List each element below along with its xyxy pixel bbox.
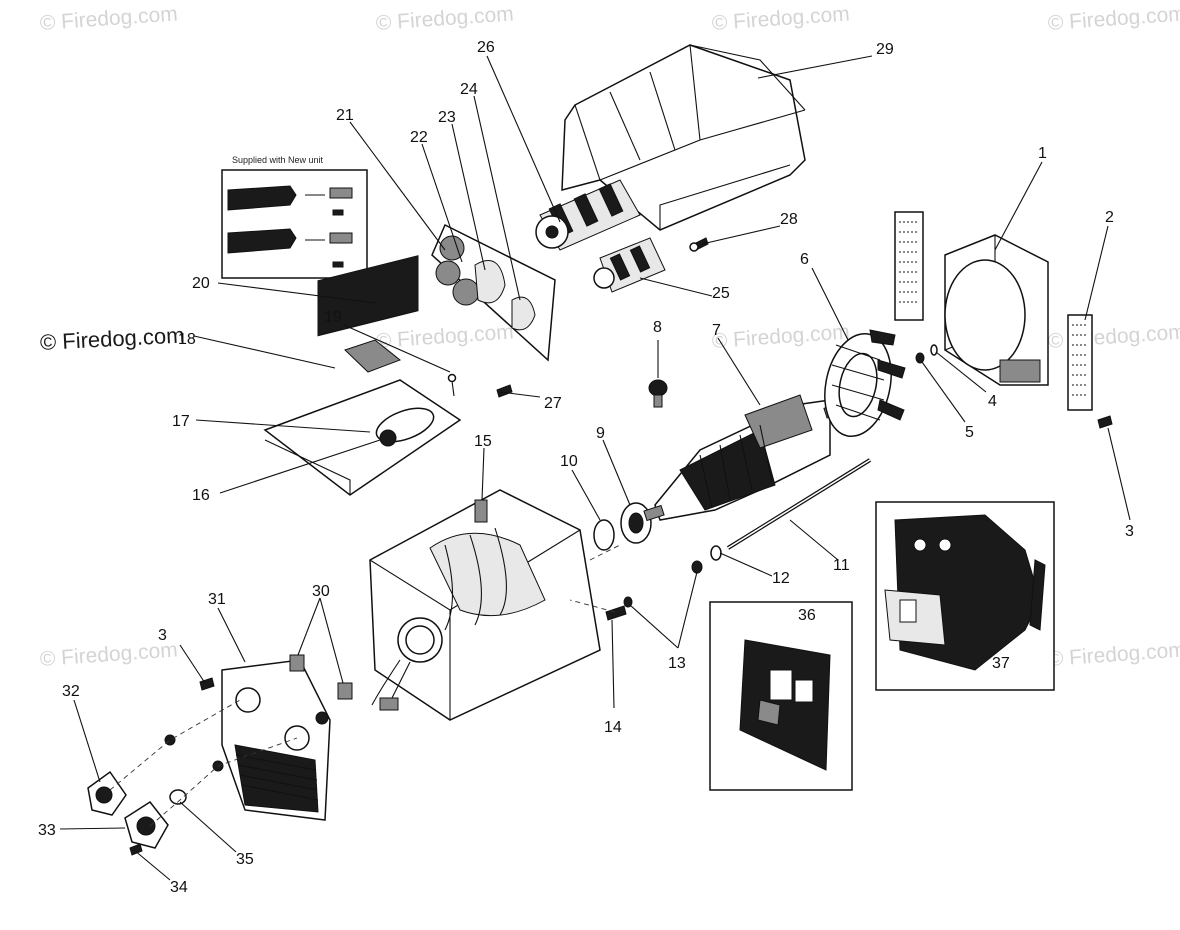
callout-20: 20: [192, 275, 210, 292]
callout-13: 13: [668, 655, 686, 672]
part-2-rating-plate: [1067, 314, 1093, 411]
callout-7: 7: [712, 322, 721, 339]
part-30-breakers: [289, 654, 353, 700]
callout-33: 33: [38, 822, 56, 839]
decal-panel-left: [894, 211, 924, 321]
callout-2: 2: [1105, 209, 1114, 226]
callout-31: 31: [208, 591, 226, 608]
part-13-nut: [623, 560, 703, 608]
part-18-transformer-plate: [263, 255, 462, 496]
callout-29: 29: [876, 41, 894, 58]
callout-labels: 1 2 3 3 4 5 6 7 8 9 10 11 12 13 14 15 16…: [38, 39, 1134, 896]
callout-36: 36: [798, 607, 816, 624]
callout-3: 3: [158, 627, 167, 644]
part-15-stator-housing: [369, 489, 601, 721]
part-35-plug: [169, 789, 187, 805]
part-3-screw-right: [1097, 415, 1113, 429]
callout-9: 9: [596, 425, 605, 442]
callout-21: 21: [336, 107, 354, 124]
callout-34: 34: [170, 879, 188, 896]
callout-25: 25: [712, 285, 730, 302]
callout-6: 6: [800, 251, 809, 268]
part-7-rotor: [643, 394, 849, 522]
assembly-dashed-lines: [109, 544, 621, 827]
part-10-retaining-ring: [593, 519, 615, 551]
callout-8: 8: [653, 319, 662, 336]
part-8-brush-holder: [648, 340, 668, 408]
callout-1: 1: [1038, 145, 1047, 162]
callout-27: 27: [544, 395, 562, 412]
callout-32: 32: [62, 683, 80, 700]
part-4-bolt: [930, 344, 938, 356]
callout-19: 19: [324, 309, 342, 326]
callout-4: 4: [988, 393, 997, 410]
callout-30: 30: [312, 583, 330, 600]
part-12-washer: [710, 545, 722, 561]
part-21-24-receptacle-panel: [431, 223, 556, 362]
leader-lines: [59, 55, 1131, 881]
inset-title: Supplied with New unit: [232, 155, 324, 165]
part-33-receptacle: [124, 801, 169, 849]
callout-18: 18: [178, 331, 196, 348]
part-11-thru-bolt: [726, 458, 872, 550]
part-27-screw: [496, 384, 513, 398]
part-26-rotary-switch: [535, 179, 641, 251]
part-9-bearing: [620, 502, 652, 544]
callout-23: 23: [438, 109, 456, 126]
part-31-front-panel: [221, 659, 331, 821]
callout-22: 22: [410, 129, 428, 146]
callout-16: 16: [192, 487, 210, 504]
part-25-rotary-switch: [593, 237, 666, 293]
callout-28: 28: [780, 211, 798, 228]
callout-17: 17: [172, 413, 190, 430]
callout-3: 3: [1125, 523, 1134, 540]
callout-24: 24: [460, 81, 478, 98]
part-32-receptacle: [87, 770, 127, 816]
callout-5: 5: [965, 424, 974, 441]
callout-14: 14: [604, 719, 622, 736]
part-3-screw-left: [199, 677, 215, 691]
callout-35: 35: [236, 851, 254, 868]
inset-36-control-board: [709, 601, 853, 791]
part-14-screw: [605, 605, 627, 621]
callout-12: 12: [772, 570, 790, 587]
part-1-end-bell: [944, 234, 1049, 386]
inset-new-unit-accessories: Supplied with New unit: [221, 155, 368, 279]
inset-37-assembled-unit: [875, 501, 1055, 691]
callout-37: 37: [992, 655, 1010, 672]
callout-11: 11: [833, 557, 850, 574]
callout-10: 10: [560, 453, 578, 470]
part-29-top-cover: [561, 44, 806, 231]
callout-15: 15: [474, 433, 492, 450]
part-19-screw: [447, 373, 457, 397]
part-28-screw: [689, 237, 709, 252]
part-34-screw: [129, 843, 143, 856]
callout-26: 26: [477, 39, 495, 56]
part-6-fan: [824, 329, 906, 438]
part-5-washer: [915, 352, 925, 364]
